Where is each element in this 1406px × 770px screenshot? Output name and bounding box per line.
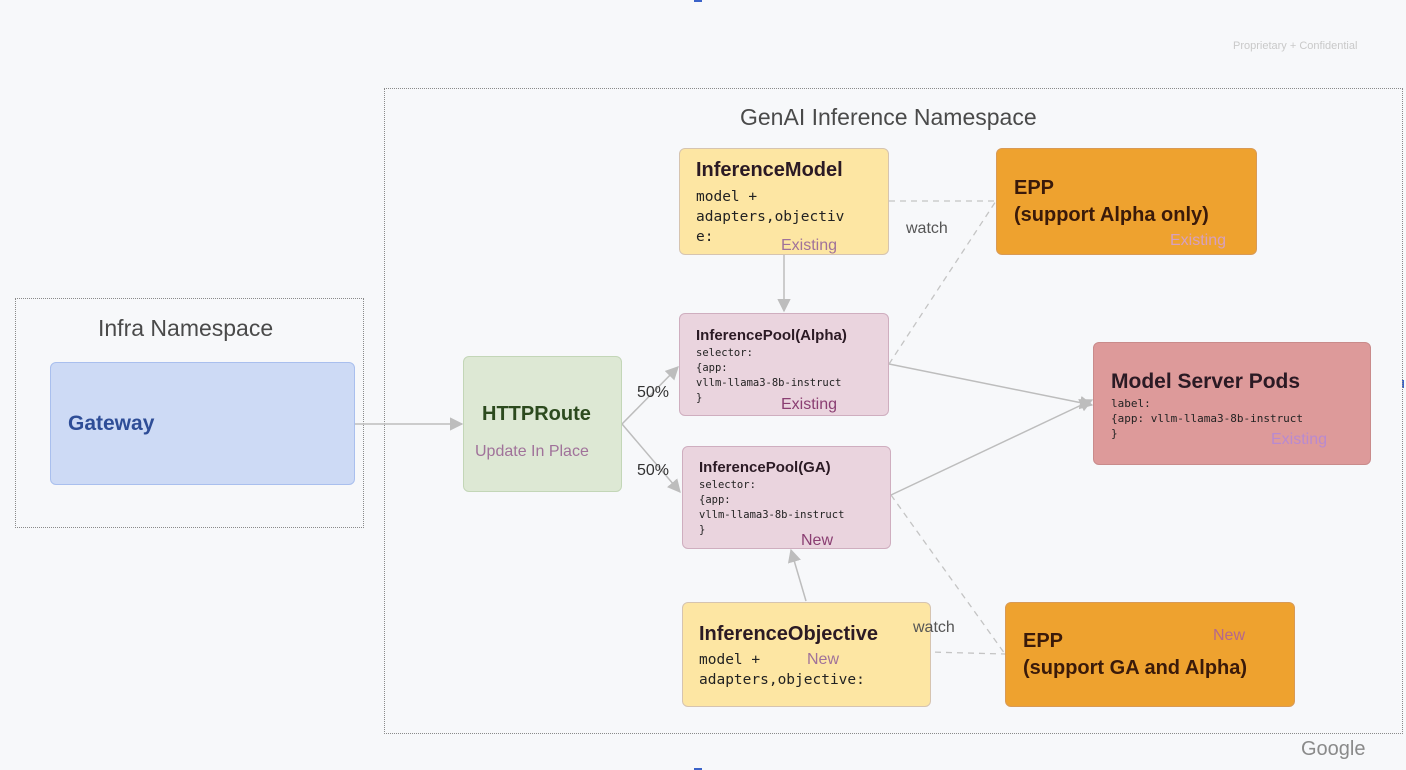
epp-ga-line2: (support GA and Alpha) <box>1023 657 1248 679</box>
google-logo-text: Google <box>1301 738 1366 760</box>
model-server-pods-spec-line1: label: <box>1111 397 1151 410</box>
epp-ga-line1: EPP <box>1023 630 1064 652</box>
gateway-label: Gateway <box>68 412 155 435</box>
epp-alpha-status: Existing <box>1170 232 1227 249</box>
inference-model-spec: model + adapters,objectiv e: <box>696 187 844 247</box>
objective-to-pool-ga-arrow <box>787 548 807 602</box>
inference-model-title: InferenceModel <box>696 159 843 181</box>
pool-alpha-spec-line2: {app: <box>696 362 728 374</box>
inference-objective-node: InferenceObjective model + adapters,obje… <box>682 602 931 707</box>
model-server-pods-title: Model Server Pods <box>1111 370 1301 393</box>
epp-alpha-line1: EPP <box>1014 177 1055 199</box>
pool-ga-spec-line3: vllm-llama3-8b-instruct <box>699 509 845 521</box>
model-server-pods-spec-line2: {app: vllm-llama3-8b-instruct <box>1111 412 1304 425</box>
inference-objective-title: InferenceObjective <box>699 623 878 645</box>
model-server-pods-status: Existing <box>1271 431 1328 448</box>
pool-ga-spec-line2: {app: <box>699 494 731 506</box>
epp-ga-watch-objective-line <box>890 650 1006 655</box>
model-server-pods-spec-line3: } <box>1111 427 1118 440</box>
watch-label-top: watch <box>906 220 948 237</box>
alpha-split-percent: 50% <box>637 384 670 401</box>
gateway-node: Gateway <box>50 362 355 485</box>
pool-alpha-status: Existing <box>781 396 838 413</box>
infra-namespace-box <box>15 298 364 528</box>
pool-ga-spec-line1: selector: <box>699 479 756 491</box>
epp-ga-node: EPP (support GA and Alpha) New <box>1005 602 1295 707</box>
genai-namespace-title: GenAI Inference Namespace <box>740 104 1037 130</box>
pool-ga-node: InferencePool(GA) selector: {app: vllm-l… <box>682 446 891 549</box>
selection-handle-top <box>694 0 702 2</box>
pool-ga-spec: selector: {app: vllm-llama3-8b-instruct … <box>699 478 844 538</box>
pool-alpha-title: InferencePool(Alpha) <box>696 327 847 344</box>
pool-alpha-spec: selector: {app: vllm-llama3-8b-instruct … <box>696 346 841 406</box>
epp-alpha-node: EPP (support Alpha only) Existing <box>996 148 1257 255</box>
inference-model-spec-line2: adapters,objectiv <box>696 209 845 225</box>
selection-handle-bottom <box>694 768 702 770</box>
pool-ga-to-server-arrow <box>890 399 1094 496</box>
inference-model-spec-line3: e: <box>696 229 714 245</box>
inference-model-node: InferenceModel model + adapters,objectiv… <box>679 148 889 255</box>
inference-objective-spec-line1: model + <box>699 652 761 668</box>
confidential-label: Proprietary + Confidential <box>1233 40 1358 52</box>
genai-namespace-box <box>384 88 1403 734</box>
httproute-node: HTTPRoute Update In Place <box>463 356 622 492</box>
epp-ga-status: New <box>1213 627 1246 644</box>
watch-label-bottom: watch <box>913 619 955 636</box>
pool-ga-spec-line4: } <box>699 524 706 536</box>
pool-alpha-to-server-arrow <box>888 363 1094 410</box>
httproute-to-pool-alpha-arrow <box>621 366 679 425</box>
inference-model-spec-line1: model + <box>696 189 758 205</box>
ga-split-percent: 50% <box>637 462 670 479</box>
inference-model-status: Existing <box>781 237 838 254</box>
inference-objective-spec-line2: adapters,objective: <box>699 672 865 688</box>
httproute-status: Update In Place <box>475 443 589 460</box>
pool-ga-status: New <box>801 532 834 549</box>
inference-objective-spec: model + adapters,objective: <box>699 650 865 690</box>
pool-alpha-node: InferencePool(Alpha) selector: {app: vll… <box>679 313 889 416</box>
infra-namespace-title: Infra Namespace <box>98 315 274 341</box>
pool-alpha-spec-line3: vllm-llama3-8b-instruct <box>696 377 842 389</box>
model-server-pods-spec: label: {app: vllm-llama3-8b-instruct } <box>1111 396 1303 441</box>
epp-alpha-line2: (support Alpha only) <box>1014 204 1209 226</box>
httproute-title: HTTPRoute <box>482 403 591 425</box>
selection-handle-right <box>1402 380 1404 388</box>
inference-objective-status: New <box>807 651 840 668</box>
pool-ga-title: InferencePool(GA) <box>699 459 831 476</box>
model-server-pods-node: Model Server Pods label: {app: vllm-llam… <box>1093 342 1371 465</box>
pool-alpha-spec-line1: selector: <box>696 347 753 359</box>
httproute-to-pool-ga-arrow <box>621 423 681 494</box>
pool-alpha-spec-line4: } <box>696 392 703 404</box>
